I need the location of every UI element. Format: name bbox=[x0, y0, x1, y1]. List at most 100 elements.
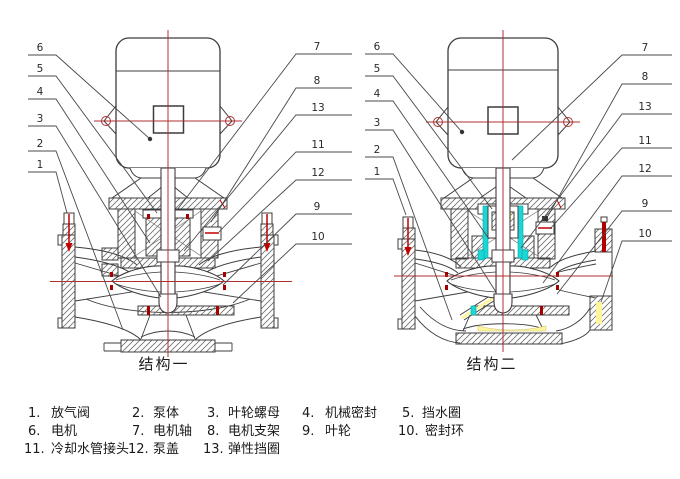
callout-number-8: 8 bbox=[314, 75, 321, 87]
leader-line-10 bbox=[232, 243, 352, 304]
callout-number-6: 6 bbox=[37, 42, 44, 54]
leader-line-13 bbox=[520, 113, 672, 249]
legend-item-6: 6. 电机 bbox=[28, 420, 77, 439]
legend-number: 9. bbox=[302, 424, 315, 439]
leader-line-1 bbox=[28, 171, 68, 214]
legend-item-9: 9. 叶轮 bbox=[302, 420, 351, 439]
legend-number: 7. bbox=[132, 424, 145, 439]
callout-number-1: 1 bbox=[37, 159, 44, 171]
leader-line-2 bbox=[365, 156, 453, 321]
legend-item-13: 13. 弹性挡圈 bbox=[203, 438, 280, 457]
leader-line-13 bbox=[183, 114, 352, 252]
leader-line-11 bbox=[549, 147, 672, 230]
legend-number: 2. bbox=[132, 406, 145, 421]
legend-item-8: 8. 电机支架 bbox=[207, 420, 280, 439]
leader-line-8 bbox=[210, 87, 352, 223]
callout-number-7: 7 bbox=[642, 42, 649, 54]
legend-number: 6. bbox=[28, 424, 41, 439]
callout-number-11: 11 bbox=[311, 139, 324, 151]
callout-number-6: 6 bbox=[374, 41, 381, 53]
leader-line-7 bbox=[176, 53, 352, 211]
centerlines-structure-2 bbox=[394, 30, 613, 352]
legend-item-2: 2. 泵体 bbox=[132, 402, 179, 421]
legend-label: 叶轮螺母 bbox=[228, 406, 281, 421]
legend-number: 8. bbox=[207, 424, 220, 439]
callout-number-5: 5 bbox=[374, 63, 381, 75]
callout-number-1: 1 bbox=[374, 166, 381, 178]
callout-number-11: 11 bbox=[638, 135, 651, 147]
legend-number: 12. bbox=[128, 442, 149, 457]
legend-number: 3. bbox=[207, 406, 220, 421]
legend-item-12: 12. 泵盖 bbox=[128, 438, 179, 457]
leader-dot-6 bbox=[459, 129, 465, 135]
callout-number-12: 12 bbox=[311, 167, 324, 179]
red-details bbox=[65, 199, 271, 315]
leader-line-5 bbox=[28, 75, 158, 214]
caption-structure-2: 结构二 bbox=[466, 355, 518, 373]
legend-label: 泵盖 bbox=[153, 442, 180, 457]
legend-item-7: 7.电机轴 bbox=[132, 420, 192, 439]
legend-number: 5. bbox=[402, 406, 415, 421]
leader-line-6 bbox=[28, 54, 151, 140]
leader-line-9 bbox=[222, 213, 352, 286]
legend-item-10: 10. 密封环 bbox=[398, 420, 464, 439]
leader-dot-6 bbox=[147, 136, 153, 142]
leader-line-9 bbox=[556, 210, 672, 295]
legend-number: 10. bbox=[398, 424, 419, 439]
leader-line-12 bbox=[542, 175, 672, 284]
legend-label: 机械密封 bbox=[325, 406, 378, 421]
callout-number-3: 3 bbox=[374, 117, 381, 129]
leader-line-2 bbox=[28, 150, 124, 331]
legend-label: 电机支架 bbox=[228, 424, 281, 439]
legend-item-3: 3. 叶轮螺母 bbox=[207, 402, 280, 421]
leader-line-5 bbox=[365, 75, 493, 210]
leader-line-10 bbox=[600, 240, 672, 303]
leader-line-7 bbox=[511, 54, 672, 161]
legend-label: 叶轮 bbox=[325, 424, 352, 439]
legend-label: 密封环 bbox=[425, 424, 465, 439]
callout-number-3: 3 bbox=[37, 113, 44, 125]
red-details-2 bbox=[404, 199, 606, 315]
leader-line-3 bbox=[365, 129, 497, 293]
leader-line-1 bbox=[365, 178, 407, 216]
legend-number: 1. bbox=[28, 406, 41, 421]
legend-label: 电机 bbox=[51, 424, 78, 439]
leader-line-6 bbox=[365, 53, 463, 133]
callout-number-9: 9 bbox=[642, 198, 649, 210]
callout-number-2: 2 bbox=[374, 144, 381, 156]
caption-structure-1: 结构一 bbox=[138, 355, 190, 373]
legend-label: 放气阀 bbox=[51, 406, 91, 421]
leader-line-4 bbox=[28, 98, 151, 244]
legend-item-1: 1. 放气阀 bbox=[28, 402, 90, 421]
callout-number-2: 2 bbox=[37, 138, 44, 150]
impeller-structure-2 bbox=[446, 265, 560, 314]
callout-number-13: 13 bbox=[311, 102, 324, 114]
legend-number: 11. bbox=[24, 442, 45, 457]
leader-line-4 bbox=[365, 100, 490, 240]
legend-label: 弹性挡圈 bbox=[228, 442, 281, 457]
callout-number-5: 5 bbox=[37, 63, 44, 75]
callout-number-8: 8 bbox=[642, 71, 649, 83]
callout-number-7: 7 bbox=[314, 41, 321, 53]
callout-number-10: 10 bbox=[638, 228, 651, 240]
callout-number-4: 4 bbox=[37, 86, 44, 98]
leader-line-3 bbox=[28, 125, 162, 298]
legend-label: 冷却水管接头 bbox=[51, 442, 130, 457]
callout-number-9: 9 bbox=[314, 201, 321, 213]
legend-item-4: 4. 机械密封 bbox=[302, 402, 377, 421]
legend-item-5: 5. 挡水圈 bbox=[402, 402, 461, 421]
legend-number: 4. bbox=[302, 406, 315, 421]
leader-line-12 bbox=[207, 179, 352, 262]
legend-label: 挡水圈 bbox=[422, 406, 462, 421]
callout-number-12: 12 bbox=[638, 163, 651, 175]
leader-line-8 bbox=[547, 83, 672, 217]
centerlines-structure-1 bbox=[50, 30, 292, 357]
legend-label: 泵体 bbox=[153, 406, 180, 421]
legend-number: 13. bbox=[203, 442, 224, 457]
